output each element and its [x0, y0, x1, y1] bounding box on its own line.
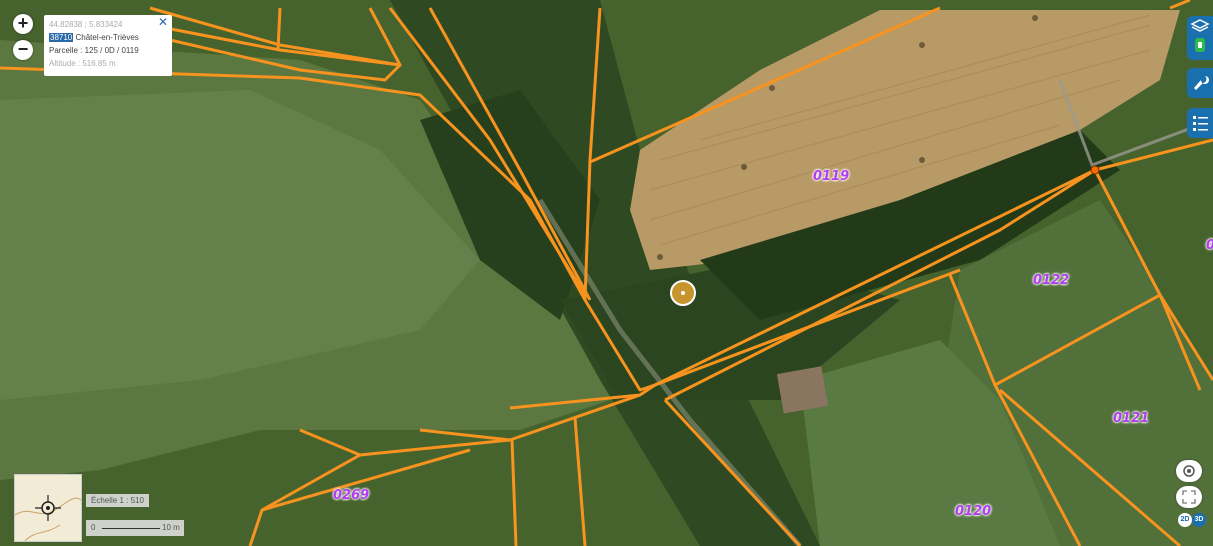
scale-bar-line — [102, 528, 160, 529]
layers-icon — [1190, 19, 1210, 52]
view-2d-toggle[interactable]: 2D — [1178, 513, 1192, 527]
zoom-out-button[interactable]: − — [13, 40, 33, 60]
altitude-text: Altitude : 516.85 m — [49, 59, 116, 68]
parcel-label-0119[interactable]: 0119 — [813, 169, 850, 184]
list-icon — [1193, 116, 1208, 131]
commune-code: 38710 — [49, 33, 74, 42]
scale-bar-start: 0 — [91, 523, 96, 532]
fullscreen-button[interactable] — [1176, 486, 1202, 508]
parcel-info-popup: 44.82838 ; 5.833424 38710 Châtel-en-Triè… — [44, 15, 172, 76]
parcel-label-partial[interactable]: 0 — [1206, 238, 1213, 253]
parcel-label-0121[interactable]: 0121 — [1113, 411, 1150, 426]
fullscreen-icon — [1182, 490, 1196, 504]
scale-bar: 0 10 m — [86, 520, 184, 536]
parcel-label-0120[interactable]: 0120 — [955, 504, 992, 519]
locate-icon — [1183, 465, 1195, 477]
parcel-label-0122[interactable]: 0122 — [1033, 273, 1070, 288]
scale-ratio: Échelle 1 : 510 — [86, 494, 149, 507]
close-icon[interactable]: ✕ — [157, 15, 168, 29]
layers-button[interactable] — [1187, 16, 1213, 60]
scale-bar-end: 10 m — [162, 523, 180, 532]
geolocate-button[interactable] — [1176, 460, 1202, 482]
zoom-in-button[interactable]: + — [13, 14, 33, 34]
commune-line: 38710 Châtel-en-Trièves — [49, 31, 167, 44]
tools-button[interactable] — [1187, 68, 1213, 98]
minimap-drawing — [14, 495, 82, 542]
overview-minimap[interactable] — [14, 474, 82, 542]
parcel-label-0269[interactable]: 0269 — [333, 488, 370, 503]
wrench-icon — [1194, 76, 1209, 90]
legend-list-button[interactable] — [1187, 108, 1213, 138]
coordinates-text: 44.82838 ; 5.833424 — [49, 20, 123, 29]
parcel-reference: Parcelle : 125 / 0D / 0119 — [49, 46, 139, 55]
view-3d-toggle[interactable]: 3D — [1192, 513, 1206, 527]
commune-name: Châtel-en-Trièves — [75, 33, 139, 42]
